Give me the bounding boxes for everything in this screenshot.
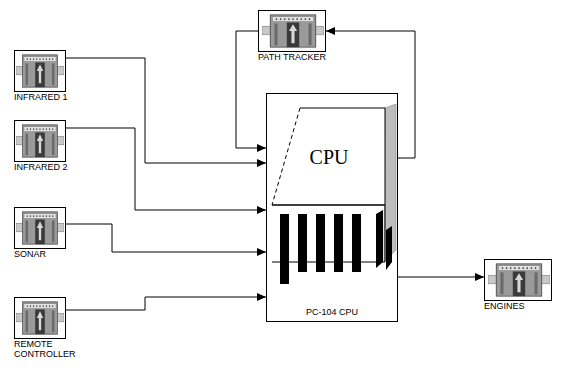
tracker-module-icon (262, 15, 324, 47)
sensor-module-icon (16, 125, 64, 157)
signal-arrow (66, 224, 266, 252)
tracker-box: PATH TRACKER (258, 10, 326, 52)
cpu-chip-drawing (272, 104, 396, 284)
sensor-box: INFRARED 2 (14, 120, 66, 162)
controller-box: REMOTE CONTROLLER (14, 297, 66, 339)
signal-arrow (398, 277, 484, 278)
engine-module-icon (488, 264, 550, 296)
sensor-module-icon (16, 212, 64, 244)
box-label: PC-104 CPU (306, 307, 358, 317)
module-label: SONAR (14, 249, 46, 259)
module-label: INFRARED 1 (14, 92, 68, 102)
cpu-box: CPU PC-104 CPU (266, 93, 398, 322)
controller-module-icon (16, 302, 64, 334)
signal-arrow (236, 31, 266, 148)
chip-label: CPU (310, 146, 349, 169)
signal-arrow (66, 297, 266, 310)
module-label: INFRARED 2 (14, 162, 68, 172)
module-label: ENGINES (484, 301, 525, 311)
module-label: PATH TRACKER (258, 52, 326, 62)
engine-box: ENGINES (484, 259, 552, 301)
sensor-box: SONAR (14, 207, 66, 249)
module-label: REMOTE CONTROLLER (14, 339, 96, 359)
signal-arrow (326, 31, 415, 158)
sensor-module-icon (16, 55, 64, 87)
sensor-box: INFRARED 1 (14, 50, 66, 92)
